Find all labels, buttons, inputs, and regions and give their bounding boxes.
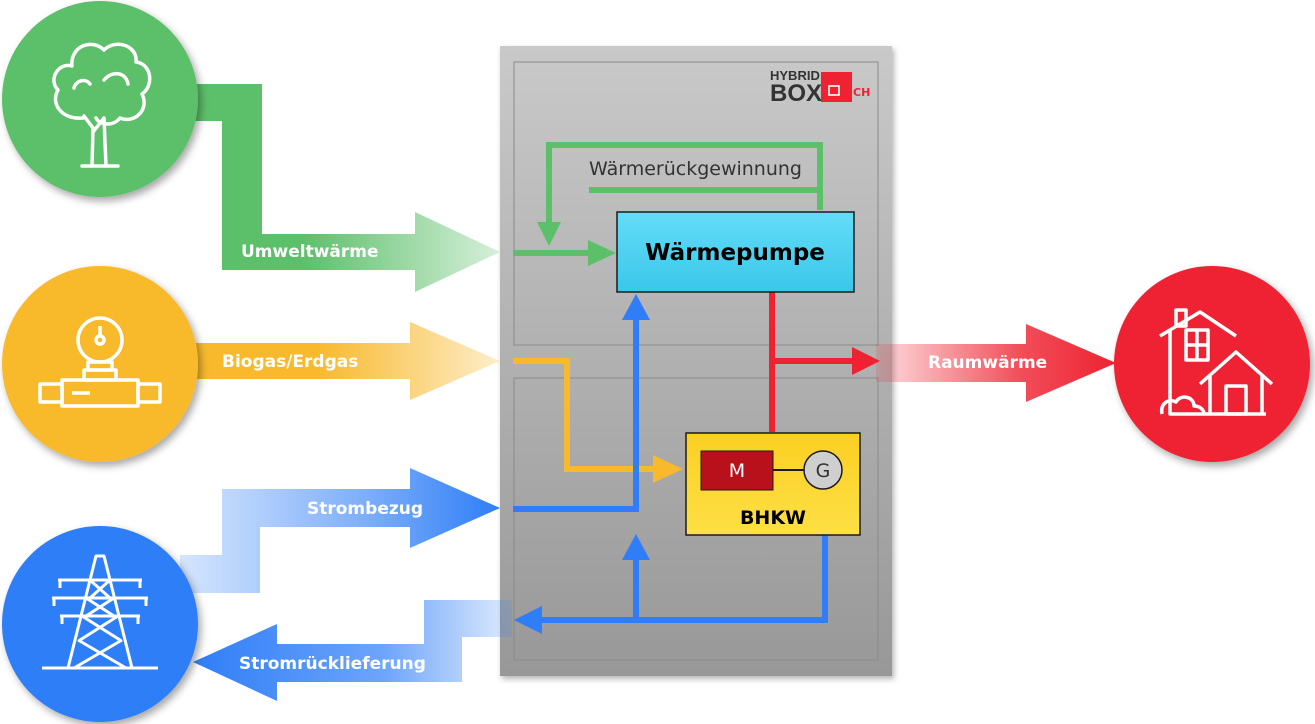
umwelt-inner-arrowhead [588,240,616,266]
gas-meter-icon [2,266,198,462]
gas-inner-arrowhead [653,455,683,483]
bhkw-box: M G BHKW [685,432,861,536]
generator-circle [803,450,843,490]
strom-inner-arrowhead [622,294,650,320]
tree-icon [2,1,198,197]
raumwaerme-label: Raumwärme [928,353,1047,373]
waermerueck-arrowhead [537,222,561,246]
waermerueck-label: Wärmerückgewinnung [589,158,802,180]
power-tower-icon [2,526,198,722]
motor-block [700,450,774,491]
box-upper-section [513,61,879,346]
strombezug-label: Strombezug [307,499,423,519]
rueck-inner-arrowhead [514,606,542,634]
svg-text:BOX: BOX [770,80,822,107]
stromrueck-label: Stromrücklieferung [239,654,426,674]
raumwaerme-inner-arrowhead [852,347,880,375]
hybridbox-logo: HYBRID BOX CH [770,68,870,107]
motor-label: M [729,460,745,482]
stromrueck-flow: Stromrücklieferung [193,600,512,701]
raumwaerme-inner-line [769,292,858,432]
bhkw-up-arrowhead [622,534,650,560]
strombezug-flow: Strombezug [180,468,500,593]
umwelt-flow: Umweltwärme [195,84,500,292]
gas-label: Biogas/Erdgas [222,352,358,372]
waermepumpe-box: Wärmepumpe [616,211,855,293]
gas-inner-line [513,358,656,472]
svg-text:HYBRID: HYBRID [770,68,820,83]
generator-label: G [816,460,831,482]
box-lower-section [513,377,879,661]
waermepumpe-label: Wärmepumpe [645,240,825,266]
house-icon [1114,266,1310,462]
umwelt-label: Umweltwärme [241,242,379,262]
strom-inner-line [513,318,639,512]
svg-text:CH: CH [853,86,870,99]
raumwaerme-flow: Raumwärme [876,324,1116,402]
bhkw-label: BHKW [740,507,806,529]
waermerueck-loop-line [546,142,823,232]
gas-flow: Biogas/Erdgas [195,322,500,400]
bhkw-output-line [540,535,828,623]
